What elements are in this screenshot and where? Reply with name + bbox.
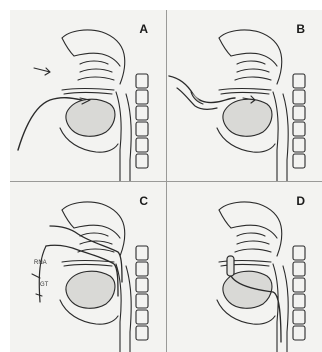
figure: A — [10, 10, 322, 352]
panel-c: RNA GT C — [10, 182, 166, 352]
panel-d: D — [167, 182, 322, 352]
panel-a: A — [10, 10, 166, 181]
tube-label-upper: RNA — [34, 260, 47, 266]
panel-label: B — [296, 22, 305, 36]
panel-label: D — [296, 194, 305, 208]
tube-label-lower: GT — [40, 282, 48, 288]
panel-label: C — [139, 194, 148, 208]
divider-horizontal — [10, 181, 322, 182]
panel-label: A — [139, 22, 148, 36]
panel-b: B — [167, 10, 322, 181]
